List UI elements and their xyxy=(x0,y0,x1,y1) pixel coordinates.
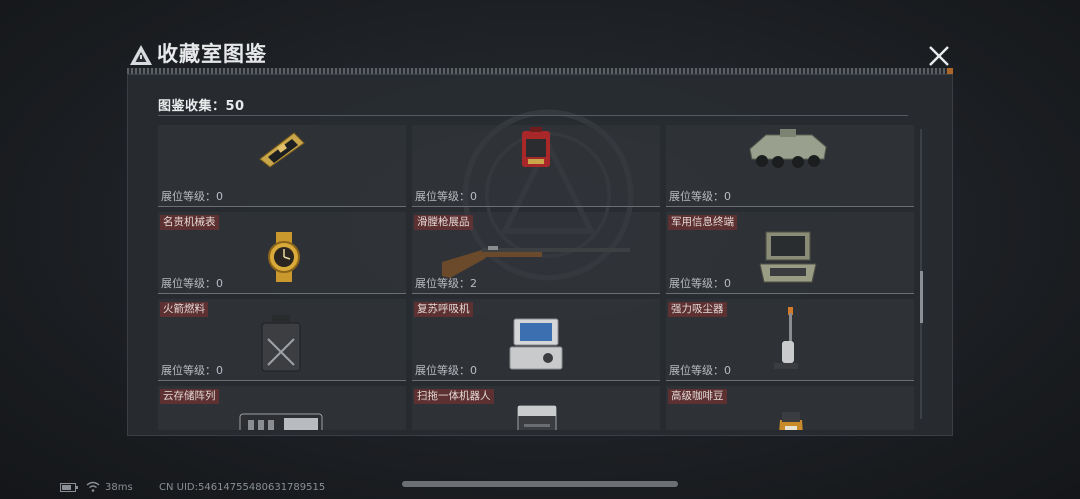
booth-level: 展位等级：0 xyxy=(161,190,223,203)
warning-triangle-icon xyxy=(130,45,152,65)
battery-icon xyxy=(60,483,78,492)
title-bar: 收藏室图鉴 xyxy=(127,38,953,74)
item-name: 云存储阵列 xyxy=(160,389,219,404)
item-name: 强力吸尘器 xyxy=(668,302,727,317)
item-card-gold-circuit-board[interactable]: 展位等级：0 xyxy=(158,125,406,207)
collection-panel: 图鉴收集：50 展位等级：0 展位等级：0 xyxy=(127,74,953,436)
booth-level: 展位等级：0 xyxy=(669,277,731,290)
item-card-gold-watch[interactable]: 名贵机械表 展位等级：0 xyxy=(158,212,406,294)
gold-watch-icon xyxy=(268,232,300,282)
item-card-vacuum-cleaner[interactable]: 强力吸尘器 展位等级：0 xyxy=(666,299,914,381)
booth-level: 展位等级：0 xyxy=(669,364,731,377)
item-card-armored-vehicle[interactable]: 展位等级：0 xyxy=(666,125,914,207)
collection-codex-modal: 收藏室图鉴 图鉴收集：50 展位等级：0 xyxy=(127,38,953,436)
item-name: 滑膛枪展品 xyxy=(414,215,473,230)
ventilator-icon xyxy=(509,318,563,370)
red-backpack-icon xyxy=(522,127,550,167)
military-terminal-icon xyxy=(759,231,817,283)
title-divider xyxy=(127,68,953,74)
fuel-jerrycan-icon xyxy=(261,315,301,372)
mop-robot-icon xyxy=(517,405,557,430)
storage-array-icon xyxy=(239,413,323,430)
booth-level: 展位等级：2 xyxy=(415,277,477,290)
item-name: 复苏呼吸机 xyxy=(414,302,473,317)
ping-readout: 38ms xyxy=(105,482,133,493)
item-card-ventilator[interactable]: 复苏呼吸机 展位等级：0 xyxy=(412,299,660,381)
item-grid[interactable]: 展位等级：0 展位等级：0 xyxy=(158,125,914,430)
item-card-military-terminal[interactable]: 军用信息终端 展位等级：0 xyxy=(666,212,914,294)
item-name: 火箭燃料 xyxy=(160,302,208,317)
item-card-storage-array[interactable]: 云存储阵列 xyxy=(158,386,406,430)
booth-level: 展位等级：0 xyxy=(669,190,731,203)
item-card-coffee-bag[interactable]: 高级咖啡豆 xyxy=(666,386,914,430)
item-card-mop-robot[interactable]: 扫拖一体机器人 xyxy=(412,386,660,430)
item-card-musket[interactable]: 滑膛枪展品 展位等级：2 xyxy=(412,212,660,294)
page-title: 收藏室图鉴 xyxy=(157,42,267,66)
scrollbar-thumb[interactable] xyxy=(920,271,923,323)
item-name: 名贵机械表 xyxy=(160,215,219,230)
booth-level: 展位等级：0 xyxy=(415,190,477,203)
player-uid: CN UID:5461475548063178951​5 xyxy=(159,482,326,493)
gold-circuit-board-icon xyxy=(259,132,305,168)
booth-level: 展位等级：0 xyxy=(161,364,223,377)
collection-count-label: 图鉴收集：50 xyxy=(158,99,245,114)
booth-level: 展位等级：0 xyxy=(161,277,223,290)
item-name: 军用信息终端 xyxy=(668,215,737,230)
musket-icon xyxy=(442,246,630,278)
collection-divider xyxy=(158,115,908,116)
item-name: 高级咖啡豆 xyxy=(668,389,727,404)
armored-vehicle-icon xyxy=(749,129,827,168)
home-indicator[interactable] xyxy=(402,481,678,487)
vacuum-cleaner-icon xyxy=(774,307,798,369)
close-button[interactable] xyxy=(925,42,953,70)
item-card-fuel-jerrycan[interactable]: 火箭燃料 展位等级：0 xyxy=(158,299,406,381)
item-card-red-backpack[interactable]: 展位等级：0 xyxy=(412,125,660,207)
wifi-icon xyxy=(86,481,100,492)
item-name: 扫拖一体机器人 xyxy=(414,389,494,404)
booth-level: 展位等级：0 xyxy=(415,364,477,377)
coffee-bag-icon xyxy=(779,412,803,430)
